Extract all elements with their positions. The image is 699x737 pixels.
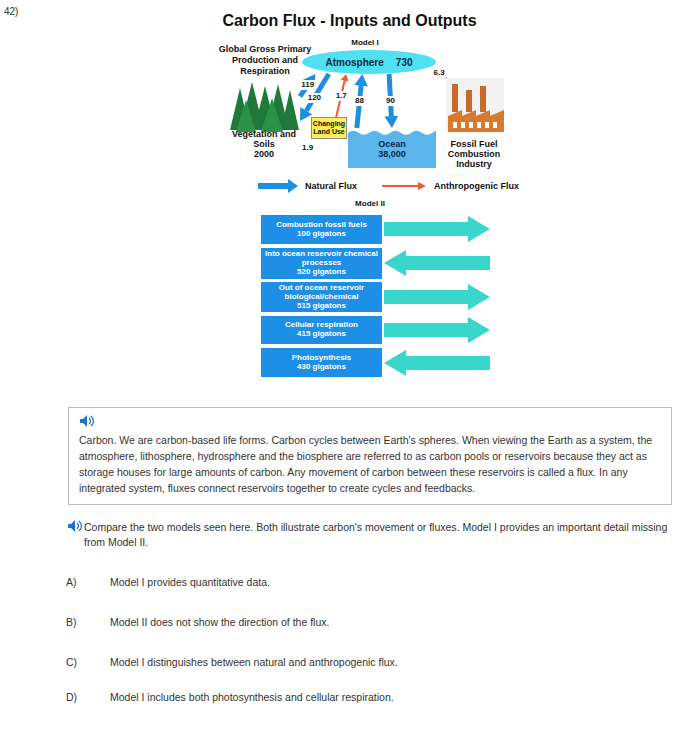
natural-flux-arrow: [389, 74, 391, 116]
flux-value: 90: [385, 96, 396, 106]
flow-arrows: [384, 216, 490, 376]
label: Model II does not show the direction of …: [110, 616, 670, 629]
node-box: Fossil Fuel Combustion Industry: [443, 78, 505, 172]
node-box: Into ocean reservoir chemical processes5…: [261, 248, 382, 279]
node-box: Cellular respiration415 gigatons: [261, 316, 382, 344]
node-text: Combustion fossil fuels: [276, 221, 367, 230]
node-text: Photosynthesis: [292, 354, 352, 363]
label: Model I: [340, 38, 390, 48]
node-text: 730: [396, 57, 413, 68]
node-box: Out of ocean reservoir biological/chemic…: [261, 282, 382, 312]
label: 1.9: [302, 143, 322, 153]
label: B): [66, 616, 96, 629]
node-text: 430 gigatons: [297, 363, 346, 372]
flux-value: 119: [300, 80, 315, 90]
legend-text: Anthropogenic Flux: [434, 181, 519, 191]
node-box: Vegetation and Soils2000: [228, 80, 300, 162]
node-text: Fossil Fuel Combustion Industry: [445, 140, 503, 170]
flux-value: 6.3: [432, 68, 445, 78]
node-text: 2000: [254, 150, 274, 160]
node-text: 38,000: [378, 150, 406, 160]
node-box: Carbon. We are carbon-based life forms. …: [68, 407, 672, 505]
trees: [230, 82, 299, 132]
node-text: Cellular respiration: [285, 321, 358, 330]
node-text: 415 gigatons: [297, 330, 346, 339]
node-box: Combustion fossil fuels100 gigatons: [261, 215, 382, 244]
node-text: 100 gigatons: [297, 230, 346, 239]
node-text: Ocean: [378, 140, 406, 150]
label: A): [66, 576, 96, 589]
node-box: Photosynthesis430 gigatons: [261, 348, 382, 377]
legend-samples: [258, 179, 426, 193]
label: D): [66, 691, 96, 704]
natural-flux-arrow: [357, 86, 361, 128]
node-box: Changing Land Use: [311, 117, 347, 139]
node-text: Vegetation and Soils: [230, 130, 298, 150]
label: Global Gross Primary Production and Resp…: [212, 44, 318, 77]
flux-value: 88: [354, 96, 365, 106]
node-text: Atmosphere: [325, 57, 383, 68]
label: Model I includes both photosynthesis and…: [110, 691, 670, 704]
label: Model I distinguishes between natural an…: [110, 656, 670, 669]
node-text: 515 gigatons: [297, 302, 346, 311]
label: C): [66, 656, 96, 669]
node-text: Changing Land Use: [313, 120, 345, 135]
title: Carbon Flux - Inputs and Outputs: [0, 12, 699, 30]
label: Model II: [345, 199, 395, 209]
node-text: Carbon. We are carbon-based life forms. …: [79, 432, 661, 496]
node-box: Ocean38,000: [348, 128, 436, 168]
legend-text: Natural Flux: [305, 181, 357, 191]
node-text: 520 gigatons: [297, 268, 346, 277]
label: 42): [4, 6, 44, 18]
node-text: Into ocean reservoir chemical processes: [263, 250, 380, 268]
label: Compare the two models seen here. Both i…: [84, 520, 684, 550]
label: Model I provides quantitative data.: [110, 576, 670, 589]
factory: [446, 78, 504, 132]
node-box: Atmosphere 730: [302, 50, 436, 74]
flux-value: 1.7: [335, 91, 348, 101]
node-text: Out of ocean reservoir biological/chemic…: [263, 284, 380, 302]
flux-value: 120: [307, 93, 322, 103]
